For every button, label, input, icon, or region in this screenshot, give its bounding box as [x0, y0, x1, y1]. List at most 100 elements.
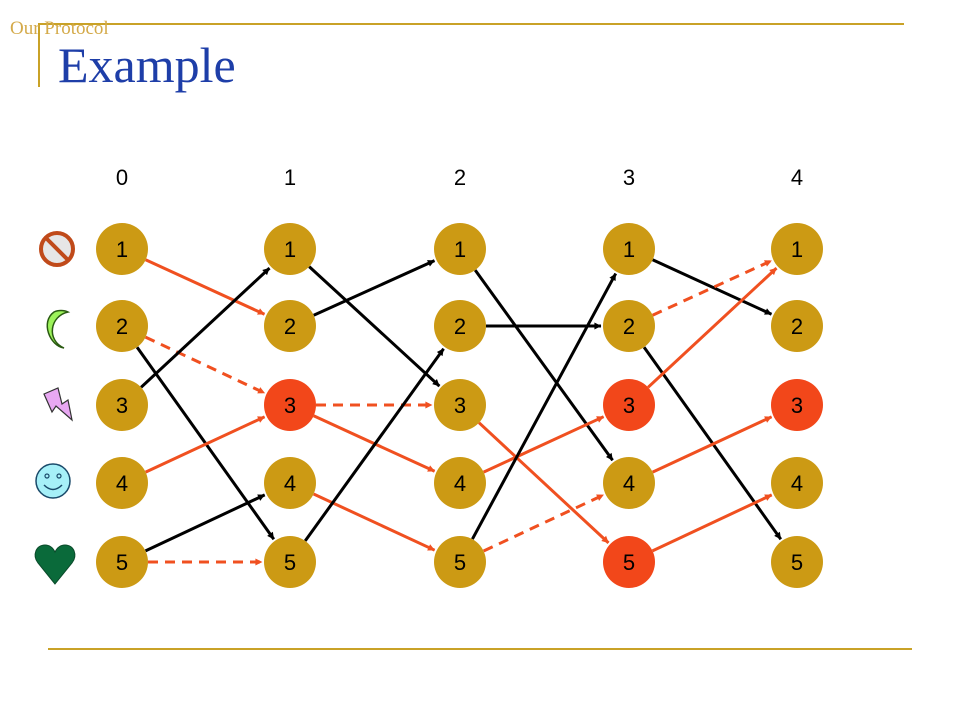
round-labels: 0 1 2 3 4 — [116, 165, 803, 190]
node-circle — [771, 300, 823, 352]
footer-rule — [48, 648, 912, 650]
process-node: 2 — [434, 300, 486, 352]
faulty-node-circle — [603, 379, 655, 431]
black-solid-message-arrow — [308, 265, 441, 388]
heart-icon — [34, 544, 76, 585]
section-label: Our Protocol — [10, 18, 109, 39]
node-circle — [264, 536, 316, 588]
red-solid-message-arrow — [477, 421, 610, 544]
process-icons — [34, 231, 76, 585]
node-label: 3 — [284, 393, 296, 418]
red-solid-message-arrow — [482, 415, 605, 474]
black-solid-message-arrow — [651, 258, 773, 316]
node-label: 2 — [623, 314, 635, 339]
round-label: 1 — [284, 165, 296, 190]
node-circle — [434, 379, 486, 431]
slide-title: Example — [58, 37, 236, 93]
node-label: 5 — [623, 550, 635, 575]
crescent-moon-icon — [46, 309, 71, 349]
red-solid-message-arrow — [651, 493, 773, 553]
red-dashed-message-arrow — [482, 493, 605, 553]
smiley-face-icon — [35, 463, 71, 499]
node-circle — [603, 300, 655, 352]
process-node: 4 — [96, 457, 148, 509]
node-circle — [264, 223, 316, 275]
process-node: 4 — [603, 457, 655, 509]
red-solid-message-arrow — [647, 267, 778, 389]
node-label: 2 — [116, 314, 128, 339]
round-label: 4 — [791, 165, 803, 190]
node-circle — [96, 300, 148, 352]
black-solid-message-arrow — [140, 267, 271, 389]
process-node: 1 — [264, 223, 316, 275]
node-label: 4 — [791, 471, 803, 496]
process-node: 5 — [603, 536, 655, 588]
process-node: 2 — [771, 300, 823, 352]
node-label: 1 — [284, 237, 296, 262]
node-label: 4 — [284, 471, 296, 496]
node-label: 3 — [454, 393, 466, 418]
process-node: 3 — [603, 379, 655, 431]
process-node: 2 — [96, 300, 148, 352]
node-label: 5 — [284, 550, 296, 575]
process-node: 1 — [434, 223, 486, 275]
process-node: 5 — [434, 536, 486, 588]
node-circle — [434, 223, 486, 275]
black-solid-message-arrow — [471, 272, 618, 540]
node-circle — [771, 536, 823, 588]
node-label: 3 — [623, 393, 635, 418]
red-solid-message-arrow — [144, 258, 266, 316]
node-label: 1 — [116, 237, 128, 262]
node-circle — [96, 223, 148, 275]
round-label: 0 — [116, 165, 128, 190]
node-circle — [603, 457, 655, 509]
node-label: 4 — [116, 471, 128, 496]
round-label: 2 — [454, 165, 466, 190]
node-circle — [264, 457, 316, 509]
node-label: 3 — [116, 393, 128, 418]
node-label: 5 — [791, 550, 803, 575]
node-circle — [434, 300, 486, 352]
node-circle — [434, 457, 486, 509]
process-node: 1 — [603, 223, 655, 275]
process-node: 4 — [264, 457, 316, 509]
process-node: 5 — [96, 536, 148, 588]
node-circle — [96, 457, 148, 509]
faulty-node-circle — [264, 379, 316, 431]
message-edges — [135, 258, 783, 566]
node-label: 2 — [454, 314, 466, 339]
process-node: 3 — [264, 379, 316, 431]
black-solid-message-arrow — [303, 347, 445, 542]
process-node: 2 — [603, 300, 655, 352]
process-node: 4 — [771, 457, 823, 509]
node-label: 1 — [454, 237, 466, 262]
process-node: 3 — [771, 379, 823, 431]
node-label: 1 — [623, 237, 635, 262]
process-nodes: 1 2 3 4 5 1 2 3 4 5 1 2 3 4 5 1 2 3 4 5 1 2 3 4 5 — [96, 223, 823, 588]
node-label: 3 — [791, 393, 803, 418]
process-node: 3 — [434, 379, 486, 431]
process-node: 3 — [96, 379, 148, 431]
faulty-node-circle — [771, 379, 823, 431]
black-solid-message-arrow — [313, 259, 436, 317]
node-circle — [771, 457, 823, 509]
header-side-rule — [38, 23, 40, 87]
node-circle — [603, 223, 655, 275]
process-node: 5 — [771, 536, 823, 588]
faulty-node-circle — [603, 536, 655, 588]
black-solid-message-arrow — [144, 493, 266, 553]
node-label: 2 — [791, 314, 803, 339]
red-solid-message-arrow — [144, 415, 266, 474]
process-node: 5 — [264, 536, 316, 588]
node-circle — [434, 536, 486, 588]
black-solid-message-arrow — [473, 269, 614, 462]
header-rule — [38, 23, 904, 25]
node-label: 1 — [791, 237, 803, 262]
red-dashed-message-arrow — [651, 259, 773, 317]
node-circle — [771, 223, 823, 275]
lightning-bolt-icon — [43, 387, 73, 422]
node-label: 2 — [284, 314, 296, 339]
node-circle — [96, 379, 148, 431]
node-label: 4 — [454, 471, 466, 496]
red-dashed-message-arrow — [144, 335, 266, 395]
